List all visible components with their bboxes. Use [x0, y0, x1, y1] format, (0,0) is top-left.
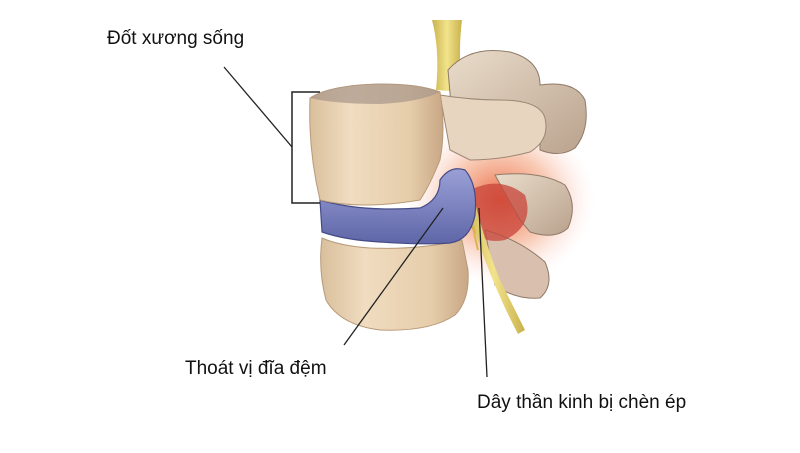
label-herniated-disc: Thoát vị đĩa đệm [185, 358, 327, 379]
label-compressed-nerve: Dây thần kinh bị chèn ép [477, 392, 687, 413]
upper-vertebra [309, 83, 444, 206]
disc-leader-line [343, 207, 444, 346]
lower-vertebra [320, 237, 469, 331]
vertebra-leader-line [223, 66, 293, 148]
nerve-root [462, 180, 525, 334]
vertebra-bracket [291, 91, 320, 204]
herniated-disc [319, 168, 477, 245]
label-vertebra: Đốt xương sống [107, 28, 245, 49]
nerve-leader-line [478, 207, 488, 378]
